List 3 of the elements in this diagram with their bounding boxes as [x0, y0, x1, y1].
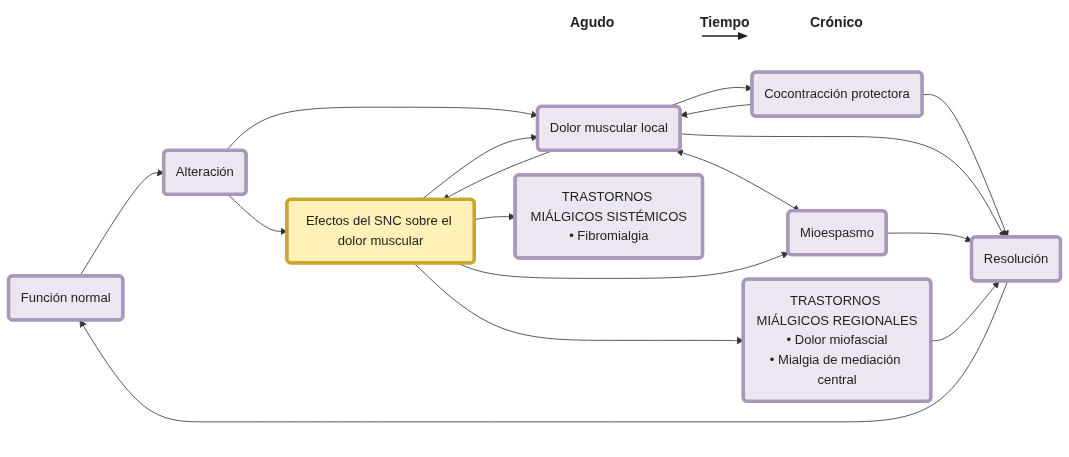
axis-label: Tiempo — [700, 14, 750, 30]
axis-label: Crónico — [810, 14, 863, 30]
axis-label: Agudo — [570, 14, 615, 30]
